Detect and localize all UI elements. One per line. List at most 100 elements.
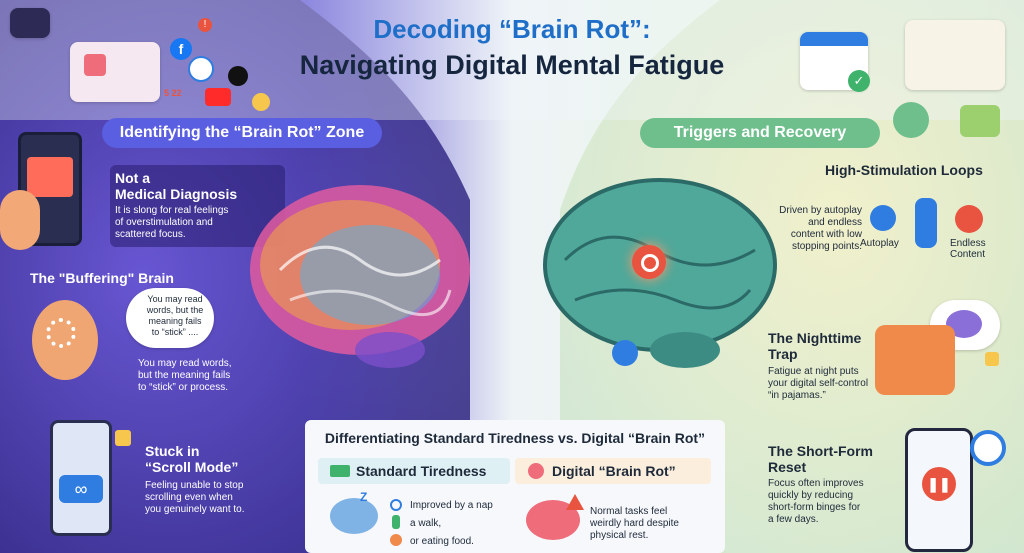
loops-title: High-Stimulation Loops	[825, 162, 983, 178]
buffering-body-2: but the meaning fails	[138, 370, 231, 381]
scroll-body-3: you genuinely want to.	[145, 504, 245, 515]
standard-label: Standard Tiredness	[356, 463, 487, 479]
video-play-icon	[27, 157, 73, 197]
lock-icon	[115, 430, 131, 446]
loops-body-4: stopping points.	[791, 241, 862, 252]
globe-icon	[612, 340, 638, 366]
nighttime-body-3: “in pajamas.”	[768, 390, 826, 401]
endless-label-1: Endless	[950, 238, 986, 249]
bubble-line-3: meaning fails	[148, 316, 202, 326]
smiley-emoji-icon	[252, 93, 270, 111]
not-medical-body-1: It is slong for real feelings	[115, 205, 229, 216]
pause-icon: ❚❚	[922, 467, 956, 501]
nighttime-title-2: Trap	[768, 346, 798, 362]
check-icon: ✓	[848, 70, 870, 92]
clock-icon	[970, 430, 1006, 466]
glitch-brain-illustration	[250, 185, 470, 368]
buffering-title: The "Buffering" Brain	[30, 270, 174, 286]
tree-icon	[893, 102, 929, 138]
hand-illustration	[0, 190, 40, 250]
bubble-line-4: to “stick” ....	[151, 327, 199, 337]
left-section-header: Identifying the “Brain Rot” Zone	[102, 118, 382, 148]
night-lock-icon	[985, 352, 999, 366]
comparison-title: Differentiating Standard Tiredness vs. D…	[324, 430, 706, 446]
endless-content-icon	[955, 205, 983, 233]
calendar-header-icon	[800, 32, 868, 46]
green-brain-illustration	[543, 178, 777, 368]
power-button-icon	[632, 245, 666, 279]
shortform-body-2: quickly by reducing	[768, 490, 854, 501]
loops-body-2: and endless	[808, 217, 862, 228]
title-line-2: Navigating Digital Mental Fatigue	[299, 50, 725, 80]
profile-avatar-icon	[84, 54, 106, 76]
food-icon	[390, 534, 402, 546]
shortform-body-1: Focus often improves	[768, 478, 864, 489]
nighttime-body-1: Fatigue at night puts	[768, 366, 859, 377]
digital-body-3: physical rest.	[590, 530, 649, 541]
endless-label-2: Content	[950, 249, 986, 260]
standard-item-2: a walk,	[410, 518, 442, 529]
bubble-line-1: You may read	[147, 294, 203, 304]
nighttime-body-2: your digital self-control	[768, 378, 869, 389]
youtube-icon	[205, 88, 231, 106]
not-medical-title-2: Medical Diagnosis	[115, 186, 238, 202]
clock-small-icon	[390, 499, 402, 511]
walking-icon	[392, 515, 400, 529]
comparison-panel	[305, 420, 725, 553]
warning-icon	[566, 494, 584, 510]
calendar-icon: ✓	[800, 32, 870, 92]
autoplay-label: Autoplay	[860, 238, 899, 249]
sleeping-person-illustration	[330, 498, 378, 534]
profile-card-icon	[70, 42, 160, 102]
loops-body-3: content with low	[790, 229, 862, 240]
facebook-icon: f	[170, 38, 192, 60]
scroll-body-2: scrolling even when	[145, 492, 233, 503]
app-icons-cluster: f ! 5 22	[10, 8, 270, 118]
title-line-1: Decoding “Brain Rot”:	[373, 14, 651, 44]
not-medical-panel	[110, 165, 285, 247]
reset-phone-illustration: ❚❚	[905, 428, 973, 552]
sleep-z-icon: Z	[360, 490, 368, 504]
loading-spinner-icon	[46, 318, 76, 348]
scroll-phone-illustration: ∞	[50, 420, 112, 536]
standard-item-3: or eating food.	[410, 536, 474, 547]
shortform-body-3: short-form binges for	[768, 502, 861, 513]
shortform-title-2: Reset	[768, 459, 807, 475]
landscape-icon	[960, 105, 1000, 137]
battery-icon	[330, 465, 350, 477]
notification-count: 5 22	[164, 88, 182, 98]
infinity-icon: ∞	[59, 475, 103, 503]
power-symbol-icon	[641, 254, 659, 272]
standard-header	[318, 458, 510, 484]
open-book-icon	[905, 20, 1005, 90]
not-medical-title-1: Not a	[115, 170, 150, 186]
alert-badge-icon: !	[198, 18, 212, 32]
scroll-title-2: “Scroll Mode”	[145, 459, 239, 475]
right-section-header: Triggers and Recovery	[640, 118, 880, 148]
head-silhouette-icon	[32, 300, 98, 380]
messenger-icon	[188, 56, 214, 82]
loops-body-1: Driven by autoplay	[779, 205, 862, 216]
code-window-icon	[10, 8, 50, 38]
person-figure-icon	[915, 198, 937, 248]
shortform-title-1: The Short-Form	[768, 443, 873, 459]
tiktok-icon	[228, 66, 248, 86]
digital-label: Digital “Brain Rot”	[552, 463, 676, 479]
buffering-body-3: to “stick” or process.	[138, 382, 229, 393]
scroll-body-1: Feeling unable to stop	[145, 480, 244, 491]
nighttime-title-1: The Nighttime	[768, 330, 862, 346]
bubble-line-2: words, but the	[146, 305, 204, 315]
autoplay-icon	[870, 205, 896, 231]
scroll-title-1: Stuck in	[145, 443, 200, 459]
not-medical-body-3: scattered focus.	[115, 229, 186, 240]
digital-body-2: weirdly hard despite	[590, 518, 679, 529]
shortform-body-4: a few days.	[768, 514, 819, 525]
not-medical-body-2: of overstimulation and	[115, 217, 213, 228]
standard-item-1: Improved by a nap	[410, 500, 493, 511]
buffering-body-1: You may read words,	[138, 358, 232, 369]
person-on-phone-illustration	[875, 325, 955, 395]
digital-header	[515, 458, 711, 484]
digital-body-1: Normal tasks feel	[590, 506, 668, 517]
thought-bubble	[126, 288, 214, 348]
